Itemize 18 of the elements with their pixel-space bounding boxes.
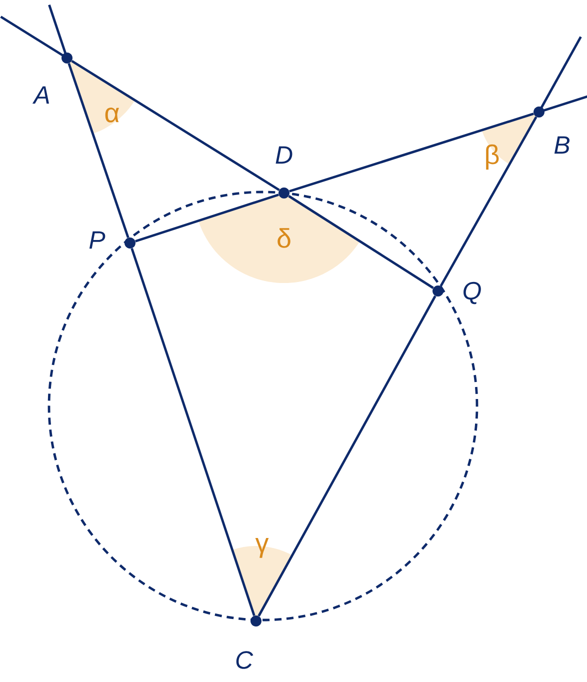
point-label: D bbox=[276, 146, 292, 164]
point-label: P bbox=[89, 231, 106, 249]
line-segment bbox=[258, 295, 436, 617]
line-segment bbox=[130, 248, 256, 616]
line-segment bbox=[135, 194, 279, 242]
line-segment bbox=[71, 60, 280, 191]
line-segment bbox=[289, 112, 534, 192]
angle-label: δ bbox=[278, 228, 290, 248]
point-label: B bbox=[554, 136, 570, 154]
angle-label: β bbox=[486, 144, 499, 170]
angle-label: α bbox=[105, 108, 120, 122]
line-segment bbox=[288, 195, 434, 289]
point-label: C bbox=[236, 651, 254, 669]
point-label: Q bbox=[464, 282, 481, 304]
angle-label: γ bbox=[255, 538, 269, 558]
point-label: A bbox=[32, 86, 49, 104]
line-segment bbox=[68, 63, 130, 238]
line-segment bbox=[440, 116, 538, 287]
